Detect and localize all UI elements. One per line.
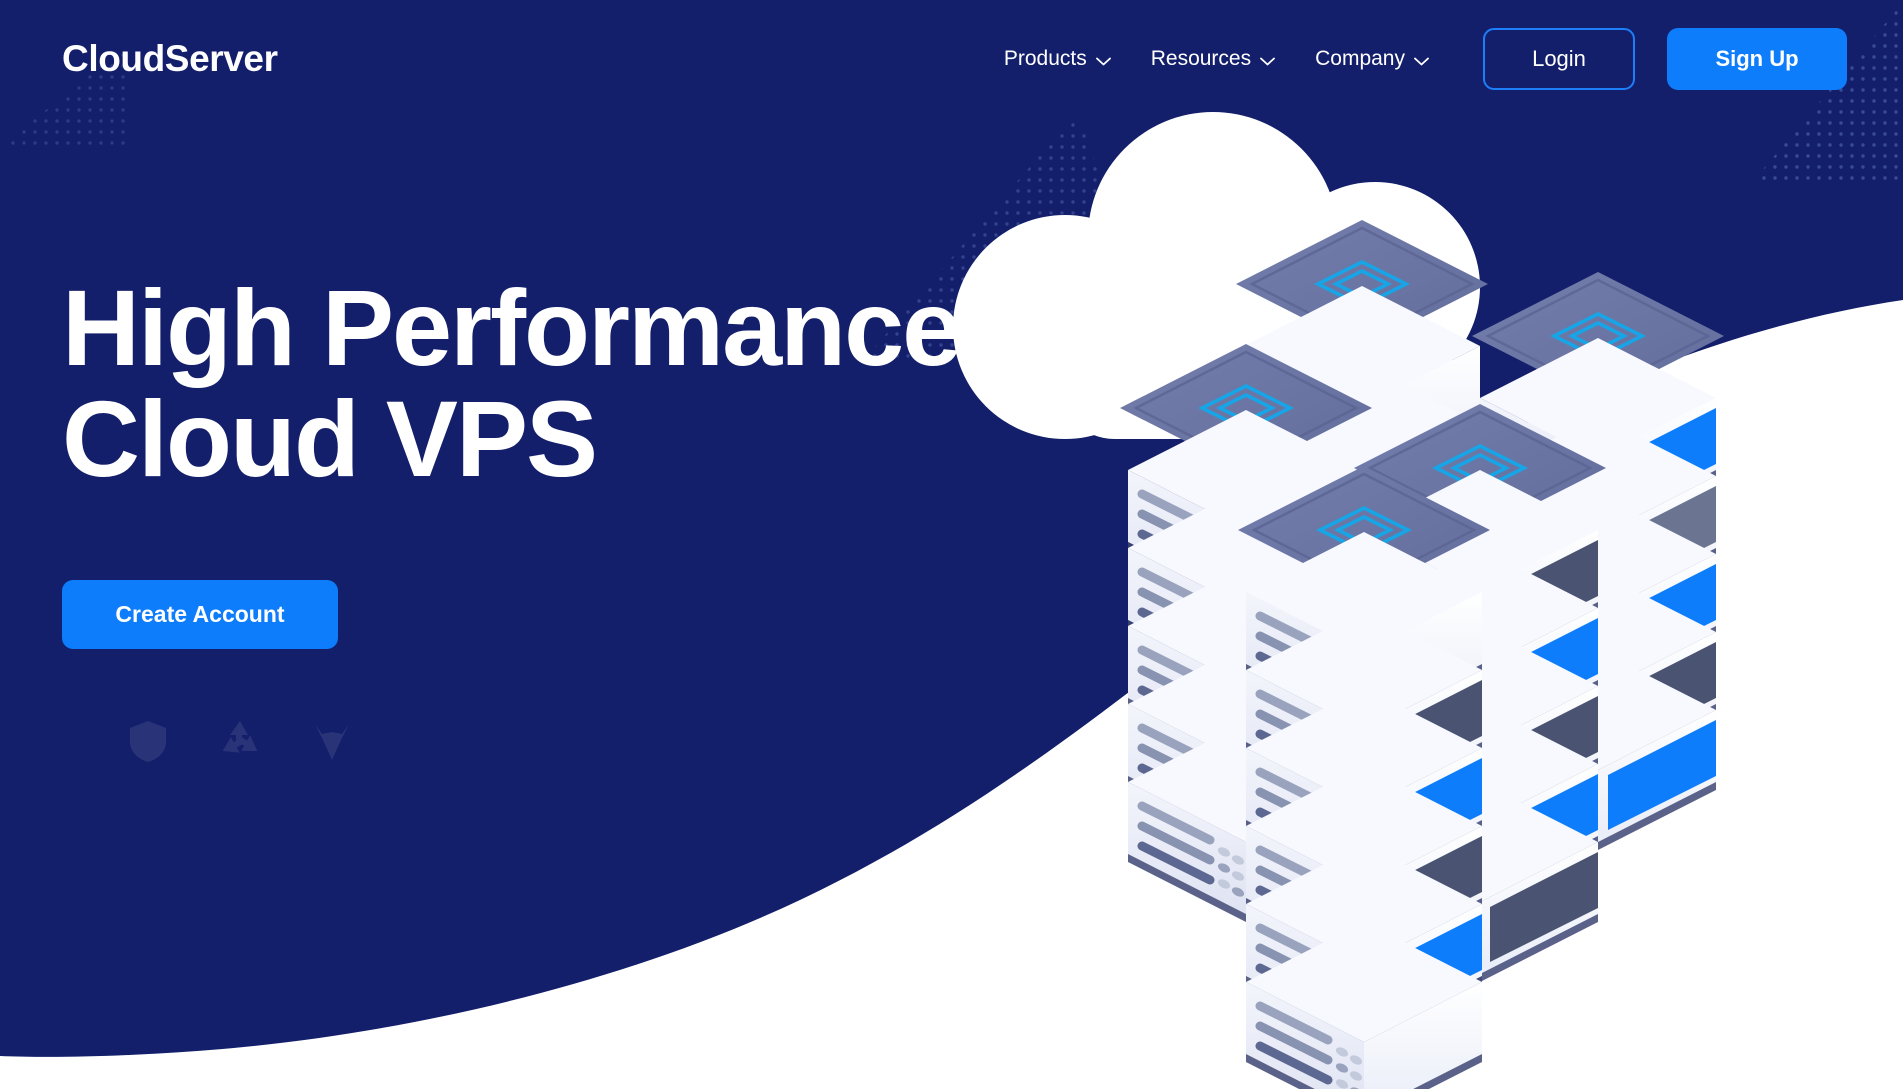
nav-item-products[interactable]: Products — [984, 37, 1131, 81]
nav-item-products-label: Products — [1003, 47, 1087, 70]
nav-item-resources-label: Resources — [1150, 47, 1252, 70]
signup-button[interactable]: Sign Up — [1667, 28, 1847, 90]
primary-navigation: Products Resources Company — [984, 28, 1847, 90]
chevron-down-icon — [1414, 57, 1429, 66]
partner-logos — [125, 718, 355, 764]
nav-item-company[interactable]: Company — [1295, 37, 1449, 81]
site-header: CloudServer Products Resources — [0, 0, 1903, 118]
headline-line-1: High Performance — [62, 267, 962, 388]
create-account-button[interactable]: Create Account — [62, 580, 338, 650]
fox-head-icon — [309, 718, 355, 764]
recycle-icon — [217, 718, 263, 764]
chevron-down-icon — [1260, 57, 1276, 66]
nav-item-company-label: Company — [1315, 47, 1405, 70]
nav-item-resources[interactable]: Resources — [1131, 37, 1295, 81]
logo-wordmark[interactable]: CloudServer — [62, 38, 278, 79]
login-button[interactable]: Login — [1483, 28, 1635, 90]
headline-line-2: Cloud VPS — [62, 378, 598, 500]
shield-icon — [125, 718, 171, 764]
hero-content: High Performance Cloud VPS Create Accoun… — [62, 272, 962, 650]
page-title: High Performance Cloud VPS — [62, 272, 962, 500]
chevron-down-icon — [1095, 57, 1111, 66]
